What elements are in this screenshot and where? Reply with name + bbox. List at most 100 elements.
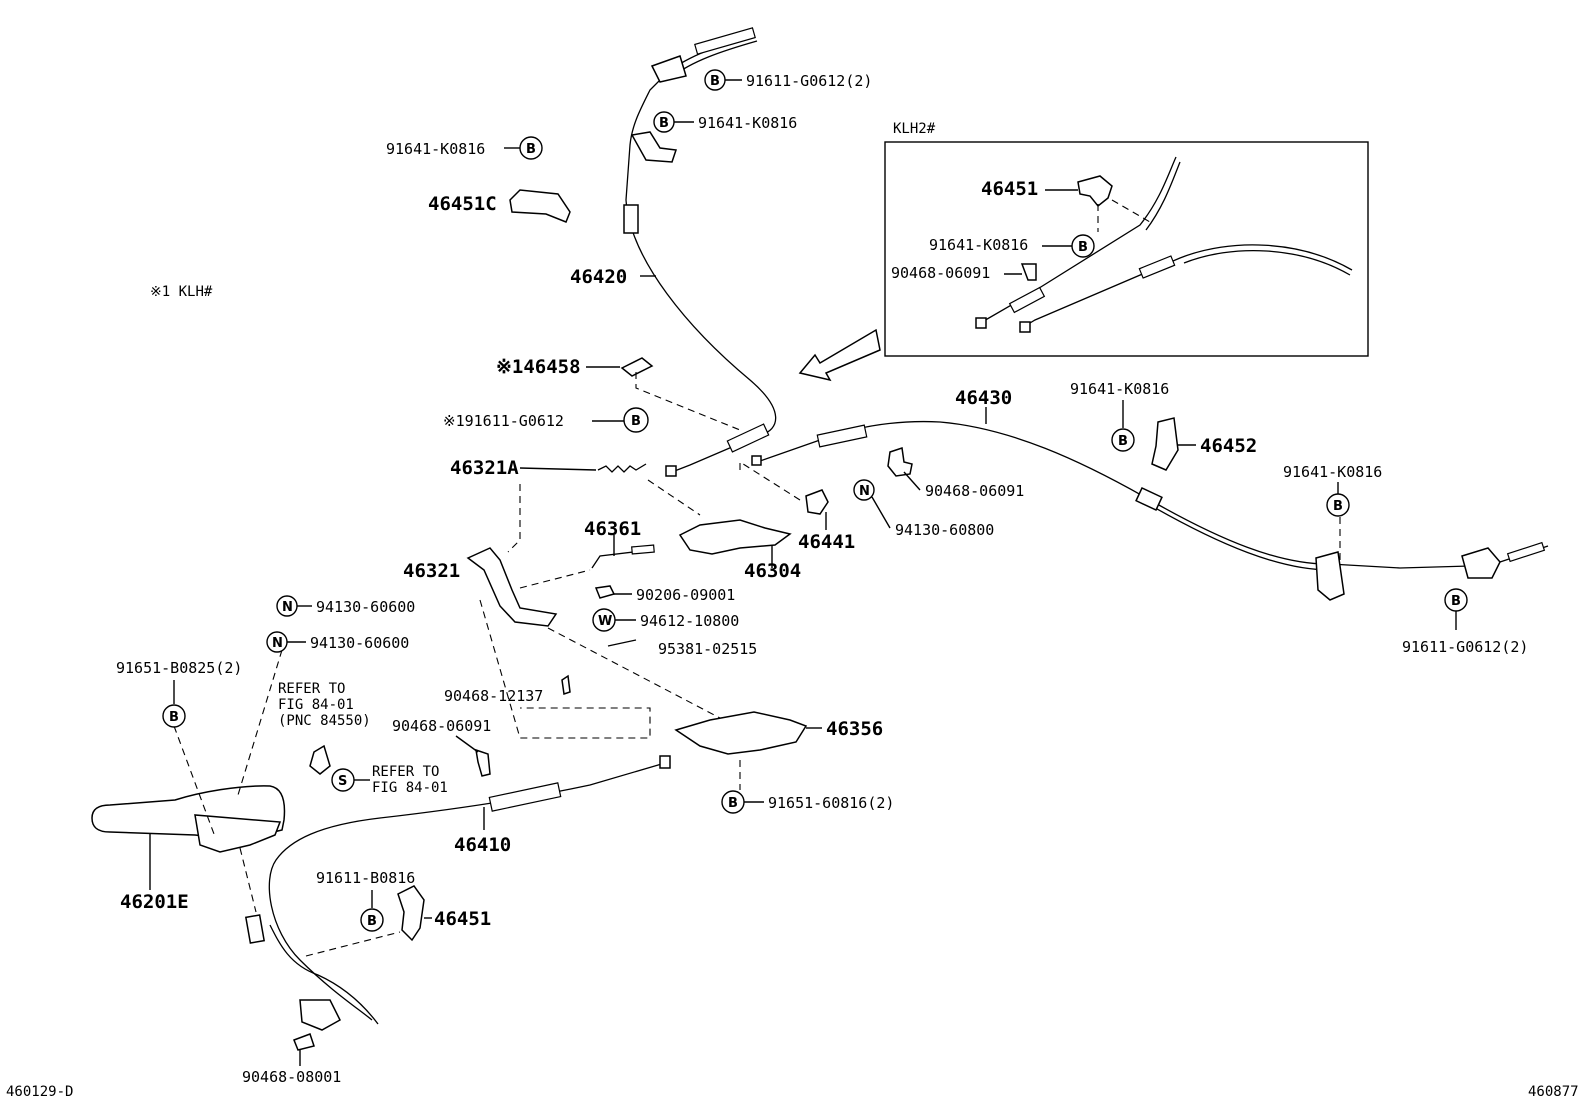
b-symbol-top-k0816-text: B [659,116,669,131]
inset-cable-a2 [1145,161,1181,231]
clamp-46451-lower [397,885,425,942]
n-symbol-b-text: N [272,636,283,651]
leader-94130-60800 [871,496,891,529]
cable-46420-line [625,34,777,473]
refer-2-line1: REFER TO [372,764,439,780]
code-91651-b0825: 91651-B0825(2) [116,659,242,677]
w-symbol-text: W [598,614,612,629]
inset-dash-2 [1111,199,1151,223]
washer-90206 [594,585,616,599]
cable-46430-bracket [1315,551,1345,601]
code-90206: 90206-09001 [636,586,735,604]
refer-1-line3: (PNC 84550) [278,713,371,729]
b-symbol-91651-b0825-text: B [169,710,179,725]
code-right-g0612: 91611-G0612(2) [1402,638,1528,656]
label-46356: 46356 [826,718,883,740]
n-symbol-60800 [853,479,875,501]
bracket-46321 [466,547,558,627]
b-symbol-g0612-star-text: B [631,414,641,429]
assembly-dash-lines [173,372,1341,957]
code-95381: 95381-02515 [658,640,757,658]
label-46201E: 46201E [120,891,189,913]
cable-46420-end [665,465,677,477]
leader-06091-mid [903,471,921,491]
equalizer-46304 [678,519,792,555]
code-right-k0816b: 91641-K0816 [1283,463,1382,481]
cable-46410-lower-bracket [299,999,341,1031]
code-g0612-star: ※191611-G0612 [443,412,564,430]
dash-equalizer [647,461,801,516]
cable-46430-tip-coil [1506,541,1546,563]
cable-46410-lower-sleeve [244,914,266,944]
label-46451-lower: 46451 [434,908,491,930]
cable-46410-boot [488,782,562,812]
lever-base [194,814,282,853]
inset-boot-b [1138,255,1176,279]
dash-46361 [519,569,591,589]
b-symbol-top-g0612-text: B [710,74,720,89]
clip-90468-08001 [293,1033,315,1051]
clamp-46451C [509,189,571,223]
code-right-k0816a: 91641-K0816 [1070,380,1169,398]
dash-46356 [547,627,721,719]
inset-bracket-46451 [1077,175,1113,208]
inset-boot-a [1008,286,1046,314]
cable-46430-bracket-end [1461,547,1501,579]
dash-46321A [507,484,521,553]
inset-klh2: KLH2# 46451 91641-K0816 B 90468-06091 [884,121,1369,357]
b-symbol-right-k0816a [1111,428,1135,452]
b-symbol-right-k0816b [1326,493,1350,517]
cable-46430-joint [1135,487,1163,511]
cable-46430-end [751,455,762,466]
code-94612: 94612-10800 [640,612,739,630]
cable-46430-boot [816,424,868,448]
dash-94130 [237,649,283,796]
inset-clip-06091 [1020,263,1037,281]
cable-46410-end [659,755,671,769]
label-46321A: 46321A [450,457,519,479]
b-symbol-91611-b0816-text: B [367,914,377,929]
cable-46410-line2 [269,924,379,1025]
cable-46430-line [756,420,1471,569]
cable-46410 [244,755,671,1031]
code-91651-60816: 91651-60816(2) [768,794,894,812]
code-08001: 90468-08001 [242,1068,341,1086]
refer-2-line2: FIG 84-01 [372,780,448,796]
footer-left-id: 460129-D [6,1084,73,1099]
rod-46361-thread [631,544,655,555]
code-left-k0816: 91641-K0816 [386,140,485,158]
cable-46420-end-coil [694,27,756,55]
clamp-46452 [1151,417,1179,471]
bolt-refer-fig [309,744,331,775]
code-inset-k0816: 91641-K0816 [929,236,1028,254]
code-91611-b0816: 91611-B0816 [316,869,415,887]
lever-46201E: 46201E [91,785,286,913]
cover-46356 [674,711,808,755]
label-46458: ※146458 [496,356,581,378]
code-94130-a: 94130-60600 [316,598,415,616]
note-klh: ※1 KLH# [150,284,213,300]
label-46451-inset: 46451 [981,178,1038,200]
b-symbol-91651-b0825 [162,704,186,728]
cable-46420 [623,27,777,477]
label-46361: 46361 [584,518,641,540]
code-top-k0816: 91641-K0816 [698,114,797,132]
inset-frame [884,141,1369,357]
label-46304: 46304 [744,560,801,582]
clip-90468-12137 [561,674,571,695]
inset-end-a [975,317,987,329]
inset-cable-a [981,156,1177,323]
clip-90468-06091-mid [887,447,913,477]
cable-46420-boot [726,423,770,453]
inset-pointer-arrow [798,328,881,382]
inset-cable-b2 [1183,249,1351,276]
b-symbol-91651-60816-text: B [728,796,738,811]
dash-lever-cable [239,847,257,913]
b-symbol-inset [1071,234,1095,258]
b-symbol-g0612-star [623,407,649,433]
code-94130-b: 94130-60600 [310,634,409,652]
inset-cable-b [1024,244,1353,327]
inset-title: KLH2# [893,121,936,137]
cable-46420-clamp [630,131,678,163]
